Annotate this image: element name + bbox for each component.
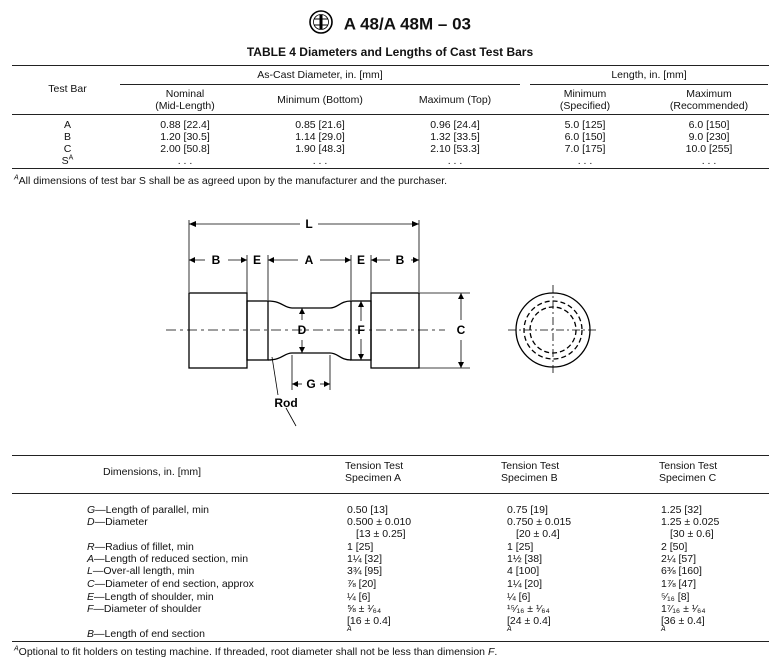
table4-group-length: Length, in. [mm] (611, 69, 687, 81)
fig-label-rod: Rod (274, 396, 297, 410)
table-row: C—Diameter of end section, approx (87, 578, 254, 590)
fig-label-E2: E (357, 253, 365, 267)
fig-label-C: C (457, 323, 466, 337)
table4-sub-nominal: Nominal(Mid-Length) (155, 88, 215, 112)
table-row: B—Length of end section (87, 628, 205, 640)
table4-title: TABLE 4 Diameters and Lengths of Cast Te… (246, 45, 534, 59)
table4-footnote: AAll dimensions of test bar S shall be a… (14, 174, 448, 188)
table4-sub-max-recommended: Maximum(Recommended) (669, 88, 749, 112)
table-row: F—Diameter of shoulder (87, 603, 202, 615)
fig-label-L: L (305, 217, 312, 231)
table-row: D—Diameter (87, 516, 148, 528)
fig-label-G: G (306, 377, 315, 391)
fig-label-B2: B (396, 253, 405, 267)
table-row: G—Length of parallel, min (87, 504, 209, 516)
astm-logo-icon (309, 10, 333, 39)
table-row: E—Length of shoulder, min (87, 591, 214, 603)
fig-label-E1: E (253, 253, 261, 267)
table5-col-dimensions: Dimensions, in. [mm] (103, 466, 202, 478)
fig-label-B1: B (212, 253, 221, 267)
table4-group-diameter: As-Cast Diameter, in. [mm] (257, 69, 383, 81)
table4-sub-min-specified: Minimum(Specified) (559, 88, 611, 112)
fig-label-F: F (357, 323, 364, 337)
table-row: R—Radius of fillet, min (87, 541, 194, 553)
table-row: A—Length of reduced section, min (87, 553, 249, 565)
fig-label-D: D (298, 323, 307, 337)
table4-sub-minimum-bottom: Minimum (Bottom) (277, 94, 363, 106)
designation: A 48/A 48M – 03 (343, 14, 471, 34)
table4-sub-maximum-top: Maximum (Top) (418, 94, 492, 106)
fig-label-A: A (305, 253, 314, 267)
document-header: A 48/A 48M – 03 (0, 10, 780, 39)
table5-footnote: AOptional to fit holders on testing mach… (14, 645, 498, 659)
table-row: L—Over-all length, min (87, 565, 195, 577)
table4-col-test-bar: Test Bar (48, 83, 87, 95)
